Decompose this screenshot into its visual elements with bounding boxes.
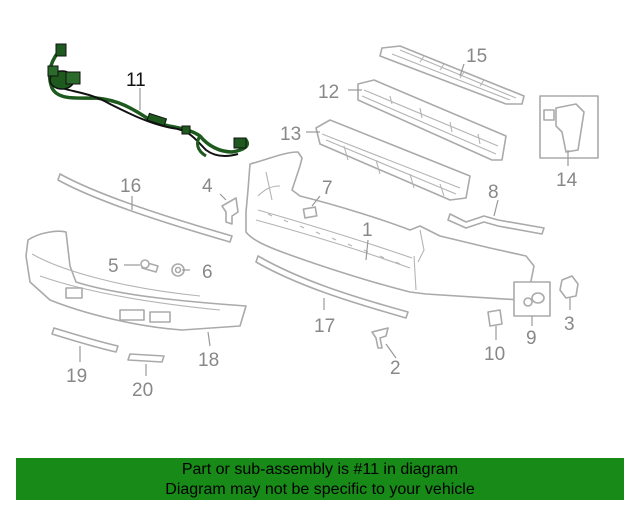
part-20-reflector[interactable] [127,353,165,363]
callout-20: 20 [132,380,153,401]
part-8-rod[interactable] [447,213,545,235]
callout-12: 12 [318,82,339,103]
callout-10: 10 [484,344,505,365]
part-10-clip[interactable] [487,309,503,327]
callout-9: 9 [526,328,537,349]
callout-19: 19 [66,366,87,387]
part-1-bumper-cover[interactable] [245,151,535,301]
callout-7: 7 [322,178,333,199]
part-7-clip[interactable] [302,206,318,219]
part-5-screw[interactable] [140,259,159,273]
part-14-corner-bracket[interactable] [539,95,599,159]
part-19-reflector[interactable] [51,327,119,353]
part-2-push-pin[interactable] [371,327,389,349]
part-9-sensor[interactable] [513,281,551,317]
part-13-bumper-bracket-bar[interactable] [315,119,471,201]
part-11-wiring-harness[interactable] [47,43,249,158]
callout-15: 15 [466,46,487,67]
part-16-upper-molding[interactable] [57,173,233,243]
part-17-lower-molding[interactable] [255,255,409,319]
callout-14: 14 [556,170,578,191]
banner-line-disclaimer: Diagram may not be specific to your vehi… [165,481,475,498]
parts-diagram: 1 2 3 4 5 6 7 8 9 10 11 12 13 14 15 16 1… [25,43,599,401]
part-18-lower-valance[interactable] [25,230,247,331]
callout-18: 18 [198,350,219,371]
callout-16: 16 [120,176,141,197]
part-4-bracket[interactable] [221,197,239,225]
part-3-nut[interactable] [559,275,579,299]
callout-6: 6 [202,262,213,283]
part-12-impact-bar[interactable] [357,79,507,161]
callout-8: 8 [488,182,499,203]
callout-13: 13 [280,124,301,145]
leader-lines [79,63,571,376]
callout-5: 5 [108,256,119,277]
callout-1: 1 [362,220,373,241]
callout-2: 2 [390,358,401,379]
callout-11-highlighted: 11 [126,70,146,91]
callout-4: 4 [202,176,213,197]
callout-3: 3 [564,314,575,335]
part-info-banner: Part or sub-assembly is #11 in diagram D… [16,458,624,500]
callout-17: 17 [314,316,335,337]
banner-line-part-number: Part or sub-assembly is #11 in diagram [181,461,459,478]
part-15-energy-absorber[interactable] [379,45,525,105]
callout-labels: 1 2 3 4 5 6 7 8 9 10 11 12 13 14 15 16 1… [66,46,578,401]
